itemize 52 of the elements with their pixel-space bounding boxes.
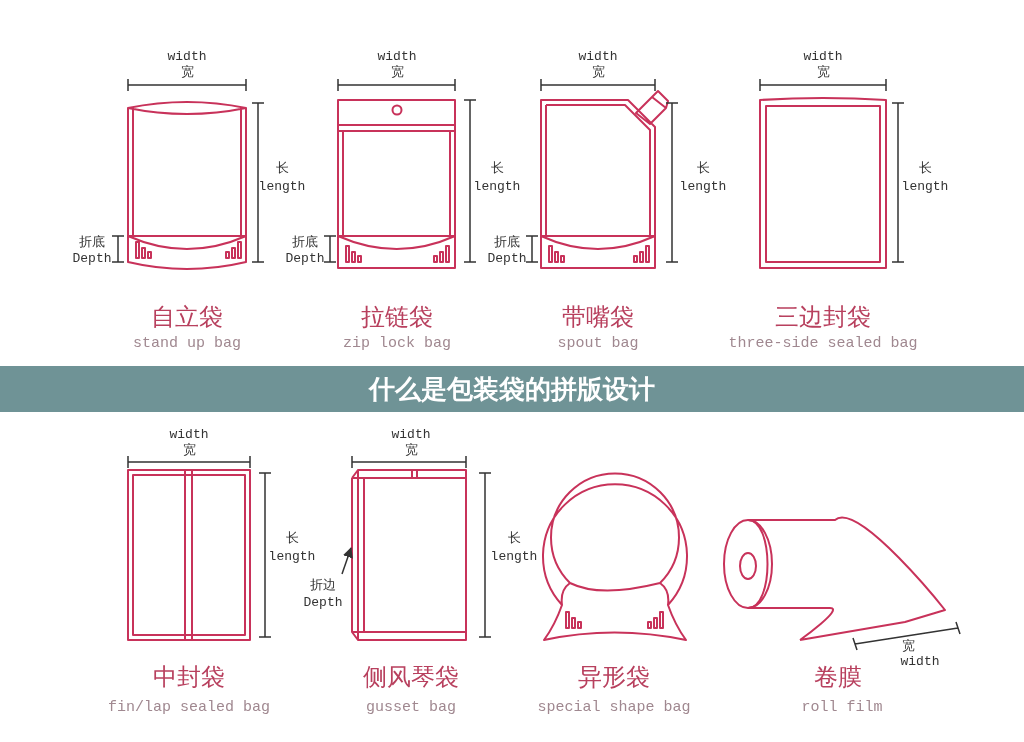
bag-type-name: roll film [801,700,883,717]
bag-type-name: 异形袋 [578,664,650,691]
dimension-label: 折底 [494,236,520,251]
bag-type-name: 中封袋 [153,664,225,691]
bag-type-name: 带嘴袋 [562,304,634,331]
dimension-label: Depth [487,252,527,267]
dimension-label: 折底 [79,236,105,251]
gusset-bag-drawing [351,469,467,641]
dimension-label: 宽 [404,444,418,459]
bag-type-name: 侧风琴袋 [363,664,459,691]
dimension-label: width [377,50,417,65]
dimension-label: width [167,50,207,65]
dimension-label: Depth [72,252,112,267]
bag-type-name: 自立袋 [151,304,223,331]
dimension-label: 长 [490,162,504,177]
dimension-label: width [391,428,431,443]
dimension-label: 宽 [182,444,196,459]
bag-type-name: special shape bag [537,700,691,717]
leader-label: 折边 Depth [298,578,348,612]
dimension-label: 宽 [816,66,830,81]
bag-type-name: 拉链袋 [361,304,433,331]
dimension-label: 宽 [591,66,605,81]
dimension-label: width [169,428,209,443]
title-banner: 什么是包装袋的拼版设计 [0,366,1024,412]
dimension-label: 长 [696,162,710,177]
leader-line [341,547,353,575]
dimension-label: 宽 [180,66,194,81]
dimension-label: 长 [275,162,289,177]
dimension-label: 长 [285,532,299,547]
dimension-label: width [578,50,618,65]
dimension-label: length [258,180,306,195]
bag-type-name: three-side sealed bag [728,336,918,353]
dimension-label: 长 [918,162,932,177]
bag-type-name: zip lock bag [343,336,451,353]
dimension-label: 宽 [390,66,404,81]
dimension-label: 折底 [292,236,318,251]
bag-type-name: gusset bag [366,700,456,717]
dimension-label: 宽 [901,640,915,655]
dimension-label: 长 [507,532,521,547]
dimension-label: length [490,550,538,565]
dimension-label: length [473,180,521,195]
dimension-label: length [679,180,727,195]
bag-type-name: stand up bag [133,336,241,353]
dimension-label: length [268,550,316,565]
dimension-label: length [901,180,949,195]
bag-type-name: 卷膜 [814,664,862,691]
bag-type-name: spout bag [557,336,639,353]
dimension-label: width [900,655,940,670]
bag-type-name: fin/lap sealed bag [108,700,270,717]
bag-type-name: 三边封袋 [775,304,871,331]
dimension-label: Depth [285,252,325,267]
dimension-label: width [803,50,843,65]
